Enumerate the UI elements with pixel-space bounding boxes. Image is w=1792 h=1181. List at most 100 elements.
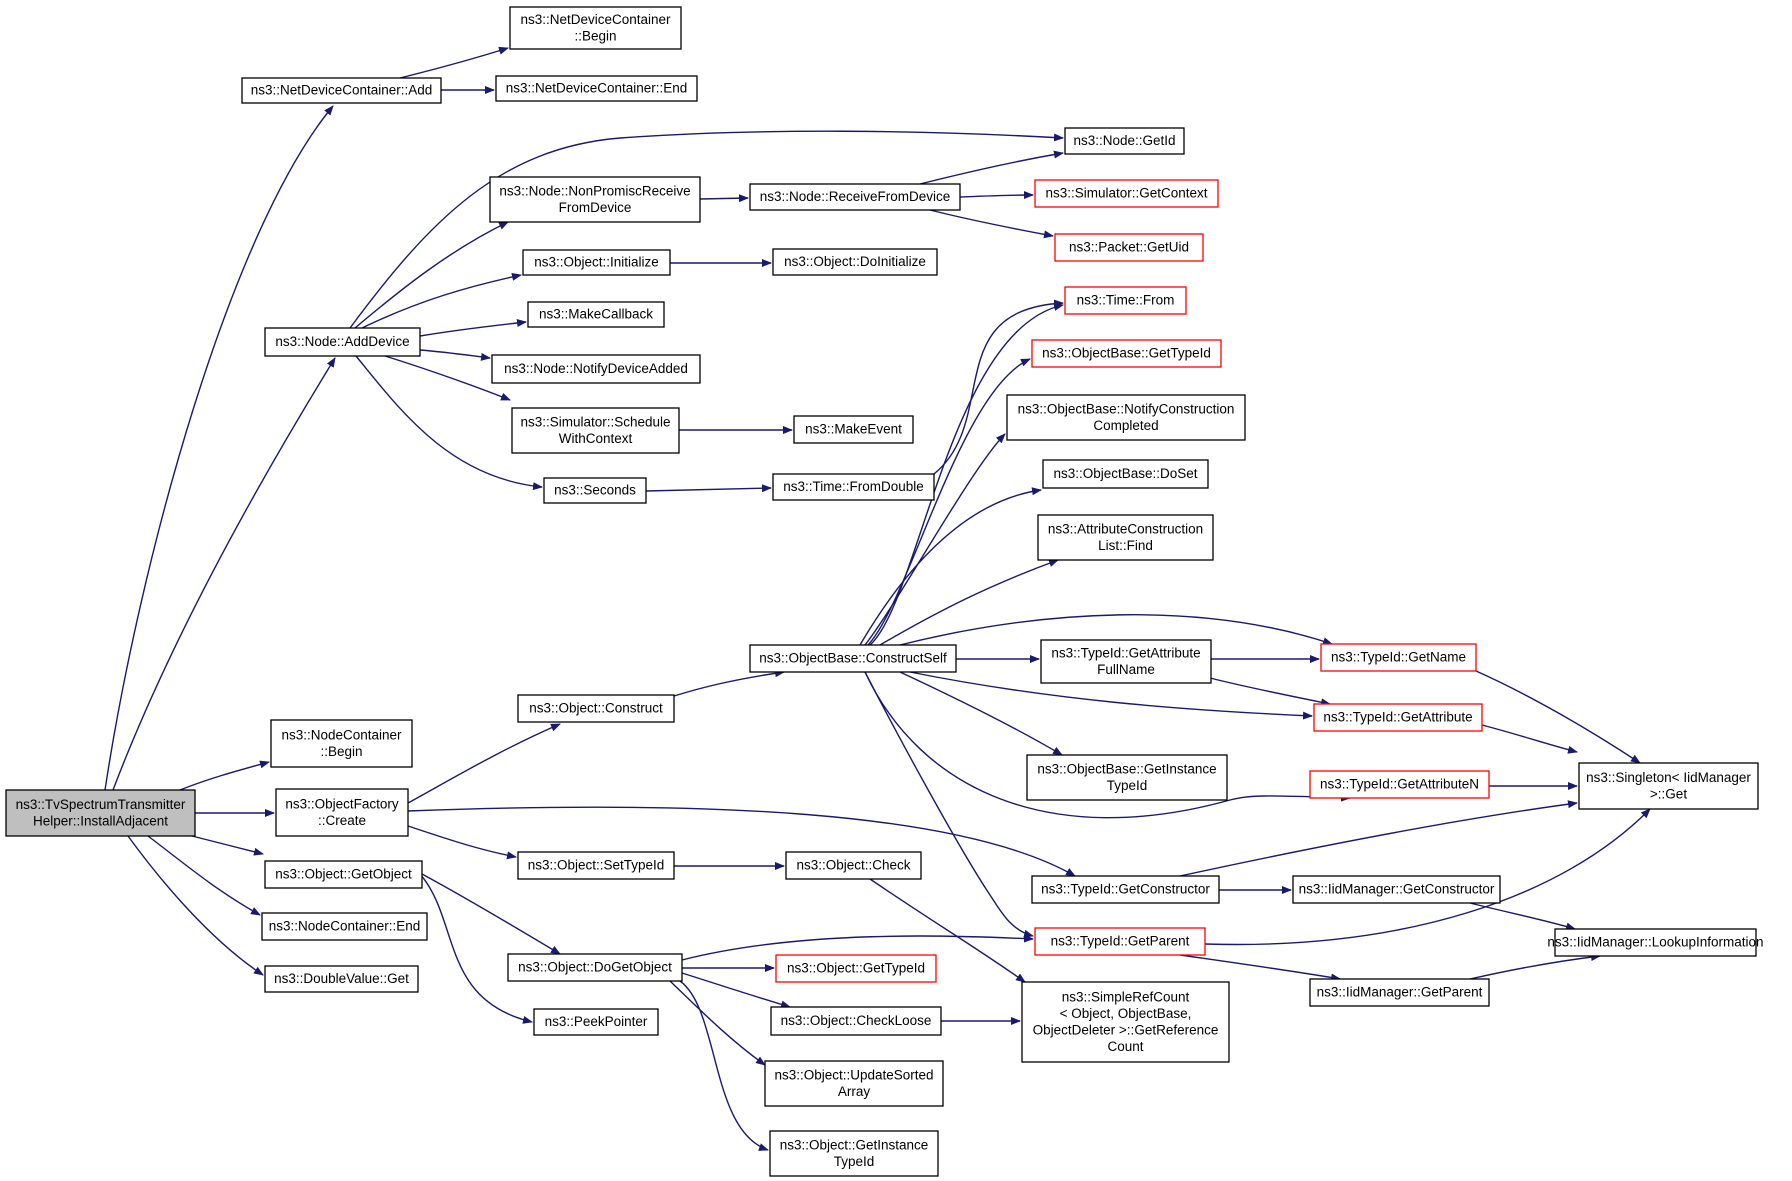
- node-box: [1021, 981, 1230, 1063]
- node-receiveFrom[interactable]: ns3::Node::ReceiveFromDevice: [749, 183, 961, 211]
- node-objSetTypeId[interactable]: ns3::Object::SetTypeId: [517, 851, 675, 880]
- node-label: ns3::PeekPointer: [545, 1014, 648, 1029]
- node-ndcEnd[interactable]: ns3::NetDeviceContainer::End: [495, 75, 698, 102]
- node-tidGetAttr[interactable]: ns3::TypeId::GetAttribute: [1313, 703, 1483, 732]
- node-box: [264, 327, 421, 357]
- node-ndcAdd[interactable]: ns3::NetDeviceContainer::Add: [241, 77, 442, 104]
- node-objInitialize[interactable]: ns3::Object::Initialize: [522, 249, 671, 276]
- node-obNotify[interactable]: ns3::ObjectBase::NotifyConstructionCompl…: [1006, 394, 1246, 441]
- call-edge-nodeAddDevice-to-makeCallback: [419, 319, 527, 337]
- call-arrow: [147, 835, 261, 916]
- node-box: [1578, 762, 1759, 810]
- node-label: ns3::ObjectBase::DoSet: [1053, 466, 1197, 481]
- call-edge-tidGetParent-to-singletonGet: [1204, 808, 1651, 946]
- call-arrow: [1179, 800, 1578, 877]
- node-seconds[interactable]: ns3::Seconds: [543, 477, 647, 504]
- call-edge-obConstructSelf-to-tidGetName: [899, 614, 1333, 646]
- node-objGetObject[interactable]: ns3::Object::GetObject: [264, 860, 423, 889]
- call-edge-obConstructSelf-to-obGetInstTid: [899, 671, 1063, 756]
- node-label: List::Find: [1098, 538, 1153, 553]
- node-box: [270, 719, 413, 768]
- node-iidGetCtor[interactable]: ns3::IidManager::GetConstructor: [1292, 875, 1501, 904]
- call-arrow: [899, 614, 1333, 646]
- node-label: ns3::Singleton< IidManager: [1586, 770, 1751, 785]
- call-arrow: [869, 303, 1064, 646]
- node-timeFrom[interactable]: ns3::Time::From: [1064, 286, 1187, 315]
- node-box: [1034, 179, 1219, 208]
- node-label: TypeId: [1107, 778, 1148, 793]
- call-arrow: [929, 209, 1054, 239]
- node-tidGetParent[interactable]: ns3::TypeId::GetParent: [1034, 927, 1206, 956]
- node-peekPointer[interactable]: ns3::PeekPointer: [533, 1008, 659, 1036]
- node-box: [241, 77, 442, 104]
- node-objConstruct[interactable]: ns3::Object::Construct: [517, 694, 675, 723]
- node-label: ns3::TypeId::GetAttribute: [1051, 645, 1200, 660]
- call-edge-objDoGetObject-to-tidGetParent: [681, 934, 1034, 961]
- node-tidGetCtor[interactable]: ns3::TypeId::GetConstructor: [1031, 875, 1220, 904]
- call-arrow: [384, 355, 511, 401]
- node-obDoSet[interactable]: ns3::ObjectBase::DoSet: [1042, 459, 1209, 489]
- node-obGetTypeId[interactable]: ns3::ObjectBase::GetTypeId: [1031, 339, 1222, 368]
- node-simpleRefCount[interactable]: ns3::SimpleRefCount< Object, ObjectBase,…: [1021, 981, 1230, 1063]
- call-arrow: [864, 671, 1034, 938]
- call-arrow: [645, 484, 772, 493]
- node-label: ns3::Object::Initialize: [534, 255, 659, 270]
- node-label: Count: [1107, 1039, 1143, 1054]
- call-edge-tidGetName-to-singletonGet: [1475, 670, 1641, 764]
- node-label: ns3::ObjectFactory: [285, 796, 399, 811]
- node-label: ns3::IidManager::GetConstructor: [1299, 882, 1495, 897]
- node-notifyDevAdded[interactable]: ns3::Node::NotifyDeviceAdded: [491, 354, 701, 384]
- call-arrow: [679, 980, 769, 1151]
- call-edge-obConstructSelf-to-tidGetParent: [864, 671, 1034, 938]
- node-label: Completed: [1093, 418, 1158, 433]
- call-arrow: [919, 150, 1064, 185]
- node-box: [1031, 875, 1220, 904]
- node-packetGetUid[interactable]: ns3::Packet::GetUid: [1054, 233, 1204, 262]
- node-label: ns3::SimpleRefCount: [1062, 989, 1190, 1004]
- node-obConstructSelf[interactable]: ns3::ObjectBase::ConstructSelf: [749, 644, 957, 673]
- call-arrow: [869, 878, 1026, 983]
- node-iidLookup[interactable]: ns3::IidManager::LookupInformation: [1547, 928, 1764, 957]
- node-root[interactable]: ns3::TvSpectrumTransmitterHelper::Instal…: [5, 789, 196, 837]
- call-arrow: [864, 433, 1006, 646]
- node-makeCallback[interactable]: ns3::MakeCallback: [527, 301, 665, 328]
- node-tidGetAttrN[interactable]: ns3::TypeId::GetAttributeN: [1309, 770, 1490, 799]
- node-objDoGetObject[interactable]: ns3::Object::DoGetObject: [507, 953, 683, 982]
- node-timeFromDouble[interactable]: ns3::Time::FromDouble: [772, 473, 935, 501]
- node-box: [793, 415, 914, 444]
- node-objCheck[interactable]: ns3::Object::Check: [785, 851, 922, 880]
- node-box: [527, 301, 665, 328]
- node-label: ns3::TypeId::GetName: [1331, 650, 1466, 665]
- node-box: [491, 354, 701, 384]
- node-objCheckLoose[interactable]: ns3::Object::CheckLoose: [770, 1006, 942, 1036]
- node-ndcBegin[interactable]: ns3::NetDeviceContainer::Begin: [509, 6, 682, 50]
- call-arrow: [191, 835, 264, 856]
- node-singletonGet[interactable]: ns3::Singleton< IidManager>::Get: [1578, 762, 1759, 810]
- node-label: ns3::Object::DoInitialize: [784, 254, 926, 269]
- call-edges: [104, 46, 1651, 1151]
- node-nodeGetId[interactable]: ns3::Node::GetId: [1064, 127, 1185, 155]
- node-box: [1037, 514, 1214, 561]
- node-box: [1320, 643, 1477, 672]
- node-ncEnd[interactable]: ns3::NodeContainer::End: [261, 912, 428, 941]
- node-objDoInitialize[interactable]: ns3::Object::DoInitialize: [772, 248, 938, 276]
- node-doubleGet[interactable]: ns3::DoubleValue::Get: [264, 965, 419, 993]
- node-box: [511, 407, 680, 454]
- call-edge-nodeAddDevice-to-schedWithCtx: [384, 355, 511, 401]
- node-makeEvent[interactable]: ns3::MakeEvent: [793, 415, 914, 444]
- node-simGetContext[interactable]: ns3::Simulator::GetContext: [1034, 179, 1219, 208]
- node-iidGetParent[interactable]: ns3::IidManager::GetParent: [1309, 978, 1490, 1007]
- node-label: ns3::TypeId::GetAttribute: [1323, 710, 1472, 725]
- node-nodeAddDevice[interactable]: ns3::Node::AddDevice: [264, 327, 421, 357]
- node-ofCreate[interactable]: ns3::ObjectFactory::Create: [275, 788, 409, 837]
- node-objGetTypeId[interactable]: ns3::Object::GetTypeId: [775, 954, 937, 983]
- node-tidGetName[interactable]: ns3::TypeId::GetName: [1320, 643, 1477, 672]
- node-ncBegin[interactable]: ns3::NodeContainer::Begin: [270, 719, 413, 768]
